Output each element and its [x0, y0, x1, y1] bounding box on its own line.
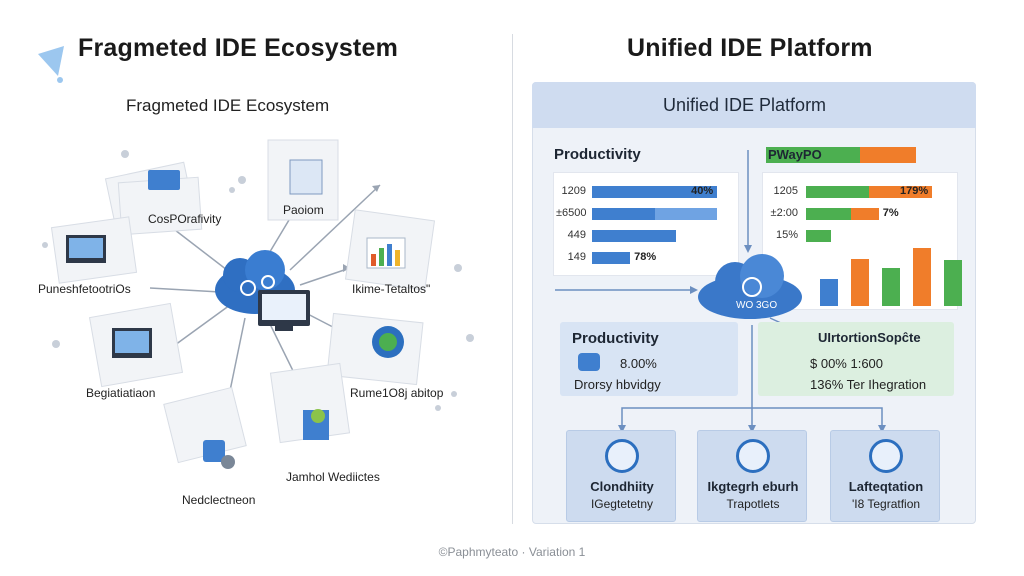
card-icons [66, 159, 406, 469]
second-bar-value: 7% [882, 207, 899, 219]
second-row-label: ±2:00 [770, 207, 798, 219]
divider [512, 34, 513, 524]
vertical-bar [944, 259, 962, 306]
second-row-label: 1205 [773, 185, 798, 197]
productivity-bar-value: 40% [691, 185, 714, 197]
node-label-2: Paoiom [283, 203, 324, 217]
bottom-card-2: Ikgtegrh eburh Trapotlets [697, 430, 807, 522]
productivity-row-label: 1209 [561, 185, 586, 197]
gauge-icon [578, 353, 600, 371]
second-row-label: 15% [775, 229, 798, 241]
node-label-1: CosPOrafivity [148, 212, 222, 226]
second-chart-header-accent [860, 147, 916, 163]
integration-block-title: UIrtortionSopĉte [818, 330, 921, 345]
node-label-4: Ikime-Tetaltos" [352, 282, 431, 296]
productivity-bar [592, 186, 718, 198]
productivity-block-sub: Drorsy hbvidgy [574, 377, 661, 392]
central-cloud-icon [698, 254, 802, 319]
node-label-8: Nedclectneon [182, 493, 256, 507]
left-title: Fragmeted IDE Ecosystem [78, 34, 398, 62]
bottom-card-1: Clondhiity IGegtetetny [566, 430, 676, 522]
productivity-row-label: 449 [567, 229, 586, 241]
monitor-icon [258, 290, 310, 331]
vertical-bar [913, 248, 931, 306]
integration-block-line1: $ 00% 1:600 [810, 356, 884, 371]
node-label-6: Rume1O8j abitop [350, 386, 444, 400]
gears-icon [736, 439, 770, 473]
vertical-bar [882, 267, 900, 306]
productivity-bar [592, 252, 631, 264]
second-bar-green [806, 208, 851, 220]
node-label-7: Jamhol Wediictes [286, 470, 380, 484]
panel-header-title: Unified IDE Platform [663, 95, 827, 115]
productivity-bar-light [654, 208, 718, 220]
vertical-bar [851, 258, 869, 306]
doc-stacks [50, 139, 436, 464]
node-label-5: Begiatiatiaon [86, 386, 156, 400]
bottom-card-1-title: Clondhiity [590, 479, 654, 494]
productivity-chart-title: Productivity [554, 146, 641, 163]
bottom-card-2-title: Ikgtegrh eburh [707, 479, 799, 494]
productivity-row-label: 149 [567, 251, 586, 263]
productivity-block-value: 8.00% [620, 356, 657, 371]
productivity-bar-value: 78% [634, 251, 657, 263]
bottom-card-3-sub: 'I8 Tegratfion [851, 497, 921, 511]
second-chart-title: PWayPO [768, 147, 822, 162]
lock-icon [605, 439, 639, 473]
panel-header [532, 82, 976, 128]
integration-block [758, 322, 954, 396]
footer-caption: ©Paphmyteato · Variation 1 [438, 545, 586, 559]
bottom-card-1-sub: IGegtetetny [590, 497, 654, 511]
right-title: Unified IDE Platform [627, 34, 873, 62]
second-bar-green [806, 186, 869, 198]
triangle-icon [38, 46, 64, 83]
second-bar-value: 179% [900, 185, 929, 197]
productivity-block-title: Productivity [572, 330, 659, 347]
integration-block-line2: 136% Ter Ihegration [810, 377, 927, 392]
node-label-3: PuneshfetootriOs [38, 282, 131, 296]
left-subtitle: Fragmeted IDE Ecosystem [126, 96, 330, 115]
productivity-bar [592, 230, 677, 242]
bottom-card-2-sub: Trapotlets [726, 497, 780, 511]
second-bar-orange [850, 208, 879, 220]
productivity-row-label: ±6500 [556, 207, 587, 219]
second-bar-orange [869, 186, 932, 198]
integration-icon [869, 439, 903, 473]
bottom-card-3: Lafteqtation 'I8 Tegratfion [830, 430, 940, 522]
second-bar-green [806, 230, 832, 242]
bottom-card-3-title: Lafteqtation [848, 479, 924, 494]
fragmented-hub-diagram [42, 139, 474, 469]
cloud-label: WO 3GO [736, 300, 778, 311]
decor-dots [42, 150, 474, 411]
vertical-bar [820, 279, 838, 306]
